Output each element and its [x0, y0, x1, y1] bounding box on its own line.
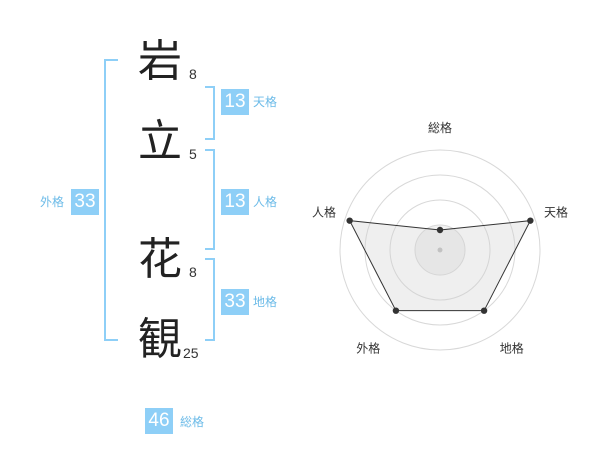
radar-ring [389, 199, 491, 301]
tenkaku-bracket [205, 86, 215, 140]
radar-axis-label: 天格 [544, 204, 568, 219]
soukaku-value: 46 [145, 408, 173, 434]
chikaku-label: 地格 [253, 295, 278, 309]
jinkaku-bracket [205, 149, 215, 250]
name-char-2: 立 [138, 116, 182, 167]
name-char-1: 岩 [138, 36, 182, 87]
name-char-1-strokes: 8 [189, 66, 197, 82]
radar-center [437, 247, 443, 253]
radar-axis-label: 地格 [500, 341, 524, 356]
radar-axis-label: 総格 [428, 120, 452, 135]
name-char-3-strokes: 8 [189, 264, 197, 280]
radar-point [346, 217, 353, 224]
radar-axis-label: 外格 [356, 341, 380, 356]
gaikaku-label: 外格 [40, 195, 65, 209]
jinkaku-value: 13 [221, 189, 249, 215]
radar-polygon [348, 220, 532, 312]
radar-axis-label: 人格 [312, 204, 336, 219]
tenkaku-label: 天格 [253, 95, 278, 109]
name-char-3: 花 [138, 234, 182, 285]
gaikaku-bracket [104, 59, 118, 341]
name-char-4-strokes: 25 [183, 345, 199, 361]
radar-point [436, 226, 444, 234]
name-char-4: 観 [138, 314, 182, 365]
chikaku-value: 33 [221, 289, 249, 315]
radar-grid [339, 149, 541, 351]
name-char-2-strokes: 5 [189, 146, 197, 162]
radar-point [392, 307, 400, 314]
radar-points [346, 217, 534, 314]
tenkaku-value: 13 [221, 89, 249, 115]
chikaku-bracket [205, 258, 215, 341]
gaikaku-value: 33 [71, 189, 99, 215]
radar-point [480, 307, 488, 314]
jinkaku-label: 人格 [253, 195, 278, 209]
soukaku-label: 総格 [180, 415, 205, 429]
radar-ring [339, 149, 541, 351]
radar-point [527, 217, 534, 224]
